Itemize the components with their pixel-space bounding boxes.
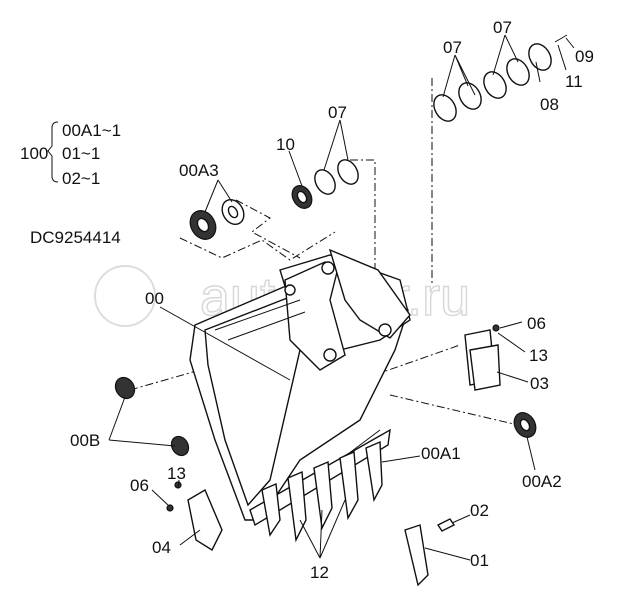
callout-09: 09	[575, 47, 594, 66]
callout-00A3: 00A3	[179, 161, 219, 180]
callout-06: 06	[130, 476, 149, 495]
callout-01: 01	[470, 551, 489, 570]
callout-00A1: 00A1	[421, 444, 461, 463]
callout-02: 02	[470, 501, 489, 520]
centerline	[235, 199, 301, 259]
callout-07: 07	[328, 103, 347, 122]
drawing-code: DC9254414	[30, 228, 121, 247]
seals-and-washers	[114, 34, 568, 587]
callout-00: 00	[145, 289, 164, 308]
assembly-item: 01~1	[62, 144, 100, 163]
callout-08: 08	[540, 95, 559, 114]
callout-07: 07	[493, 18, 512, 37]
callout-00A2: 00A2	[522, 472, 562, 491]
callout-07: 07	[443, 38, 462, 57]
callout-00B: 00B	[70, 431, 100, 450]
callout-03: 03	[530, 374, 549, 393]
callout-04: 04	[152, 538, 171, 557]
assembly-number: 100	[20, 144, 48, 163]
centerline	[129, 369, 201, 391]
bucket-teeth	[261, 440, 383, 543]
assembly-item: 02~1	[62, 169, 100, 188]
assembly-brace	[47, 121, 59, 183]
callout-11: 11	[565, 72, 583, 91]
callout-12: 12	[310, 563, 329, 582]
callout-06: 06	[527, 314, 546, 333]
callout-10: 10	[276, 135, 295, 154]
assembly-item: 00A1~1	[62, 121, 121, 140]
callout-13: 13	[167, 464, 186, 483]
callout-13: 13	[529, 346, 548, 365]
leader-lines	[108, 34, 575, 561]
bucket-body	[189, 248, 411, 527]
centerline	[389, 394, 519, 426]
